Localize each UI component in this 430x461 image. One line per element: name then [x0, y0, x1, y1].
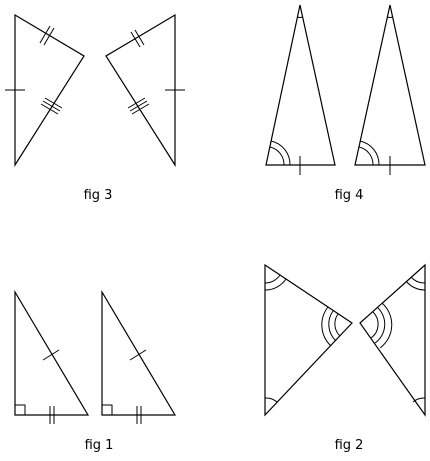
- fig2-caption: fig 2: [334, 438, 364, 453]
- fig1-right-base-double-tick: [136, 406, 142, 424]
- fig1-left-triangle: [14, 289, 90, 416]
- fig4-right-apex-arc: [387, 16, 393, 18]
- fig2-right-tip-triple-arc: [370, 302, 393, 349]
- fig3-left-triangle: [14, 13, 85, 168]
- fig3-caption: fig 3: [83, 188, 113, 203]
- fig1-caption: fig 1: [84, 438, 114, 453]
- fig4-right-triangle: [354, 4, 426, 166]
- fig2-left-tip-triple-arc: [321, 306, 341, 347]
- fig4-left-triangle: [265, 4, 336, 166]
- fig1-left-hyp-tick: [42, 349, 60, 361]
- fig3-left-triple-tick: [40, 97, 63, 115]
- fig2-group: [264, 263, 426, 417]
- fig1-right-right-angle: [102, 404, 113, 415]
- fig1-right-triangle: [101, 289, 177, 416]
- fig2-right-top-double-arc: [405, 276, 426, 291]
- fig3-right-double-tick: [130, 29, 145, 48]
- fig1-left-base-double-tick: [49, 406, 55, 424]
- fig4-left-apex-arc: [297, 16, 303, 18]
- fig3-right-triple-tick: [127, 97, 150, 115]
- fig2-left-top-double-arc: [264, 274, 287, 291]
- fig4-right-double-arc: [358, 140, 380, 166]
- fig4-group: [265, 4, 426, 175]
- fig4-left-double-arc: [269, 140, 291, 166]
- fig1-group: [14, 289, 177, 424]
- fig2-left-bottom-arc: [264, 397, 278, 403]
- fig1-right-hyp-tick: [129, 349, 147, 361]
- fig1-left-right-angle: [15, 404, 26, 415]
- fig3-right-triangle: [105, 13, 176, 168]
- fig3-group: [5, 13, 185, 168]
- fig2-right-bottom-arc: [412, 397, 426, 403]
- fig3-left-double-tick: [39, 25, 55, 46]
- fig2-left-triangle: [264, 263, 353, 417]
- fig4-caption: fig 4: [334, 188, 364, 203]
- fig2-right-triangle: [359, 263, 426, 417]
